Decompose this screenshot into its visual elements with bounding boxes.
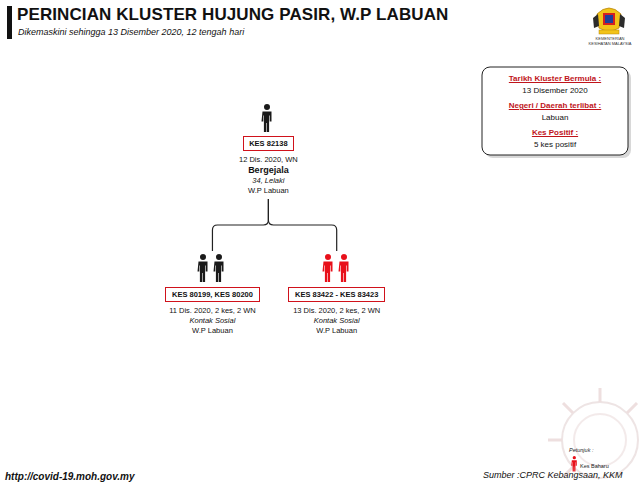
person-icons <box>320 254 354 283</box>
new-case-group: KES 83422 - KES 83423 13 Dis. 2020, 2 kes… <box>288 254 385 336</box>
person-icons <box>259 104 277 133</box>
source-url: http://covid-19.moh.gov.my <box>5 471 134 482</box>
info-value: Labuan <box>542 113 569 123</box>
bracket-connector <box>212 199 268 251</box>
case-detail: W.P Labuan <box>316 326 357 336</box>
case-detail: 34, Lelaki <box>252 176 284 186</box>
person-icon <box>214 254 224 282</box>
case-detail: Bergejala <box>248 165 289 176</box>
case-id-box: KES 80199, KES 80200 <box>165 287 260 302</box>
legend-heading: Petunjuk : <box>569 447 593 453</box>
info-box: Tarikh Kluster Bermula : 13 Disember 2020… <box>482 74 628 150</box>
virus-watermark <box>548 388 638 478</box>
update-note: Dikemaskini sehingga 13 Disember 2020, 1… <box>18 27 244 37</box>
case-detail: 13 Dis. 2020, 2 kes, 2 WN <box>293 306 380 316</box>
person-icon <box>322 254 332 282</box>
case-detail: Kontak Sosial <box>190 316 236 326</box>
contact-group: KES 80199, KES 80200 11 Dis. 2020, 2 kes,… <box>165 254 260 336</box>
ministry-logo <box>593 8 625 34</box>
case-detail: 11 Dis. 2020, 2 kes, 2 WN <box>169 306 256 316</box>
info-heading: Kes Positif : <box>532 128 578 138</box>
case-id-box: KES 83422 - KES 83423 <box>288 287 385 302</box>
case-id-box: KES 82138 <box>243 136 293 151</box>
case-detail: W.P Labuan <box>248 186 289 196</box>
title-bar <box>7 6 12 39</box>
info-value: 5 kes positif <box>534 140 576 150</box>
info-heading: Tarikh Kluster Bermula : <box>509 74 601 84</box>
legend-person-icon <box>571 456 577 471</box>
legend-text: Kes Baharu <box>580 463 609 469</box>
case-detail: 12 Dis. 2020, WN <box>239 155 298 165</box>
case-detail: Kontak Sosial <box>314 316 360 326</box>
info-value: 13 Disember 2020 <box>522 86 587 96</box>
person-icons <box>195 254 229 283</box>
bracket-connector <box>268 199 336 251</box>
logo-caption: KEMENTERIAN KESIHATAN MALAYSIA <box>586 37 634 46</box>
case-detail: W.P Labuan <box>192 326 233 336</box>
info-box-frame <box>482 67 628 155</box>
person-icon <box>262 104 272 132</box>
source-note: Sumber :CPRC Kebangsaan, KKM <box>483 470 623 480</box>
index-case: KES 82138 12 Dis. 2020, WNBergejala34, Le… <box>239 104 298 196</box>
person-icon <box>198 254 208 282</box>
person-icon <box>338 254 348 282</box>
info-heading: Negeri / Daerah terlibat : <box>509 101 601 111</box>
diagram-title: PERINCIAN KLUSTER HUJUNG PASIR, W.P LABU… <box>17 5 448 25</box>
